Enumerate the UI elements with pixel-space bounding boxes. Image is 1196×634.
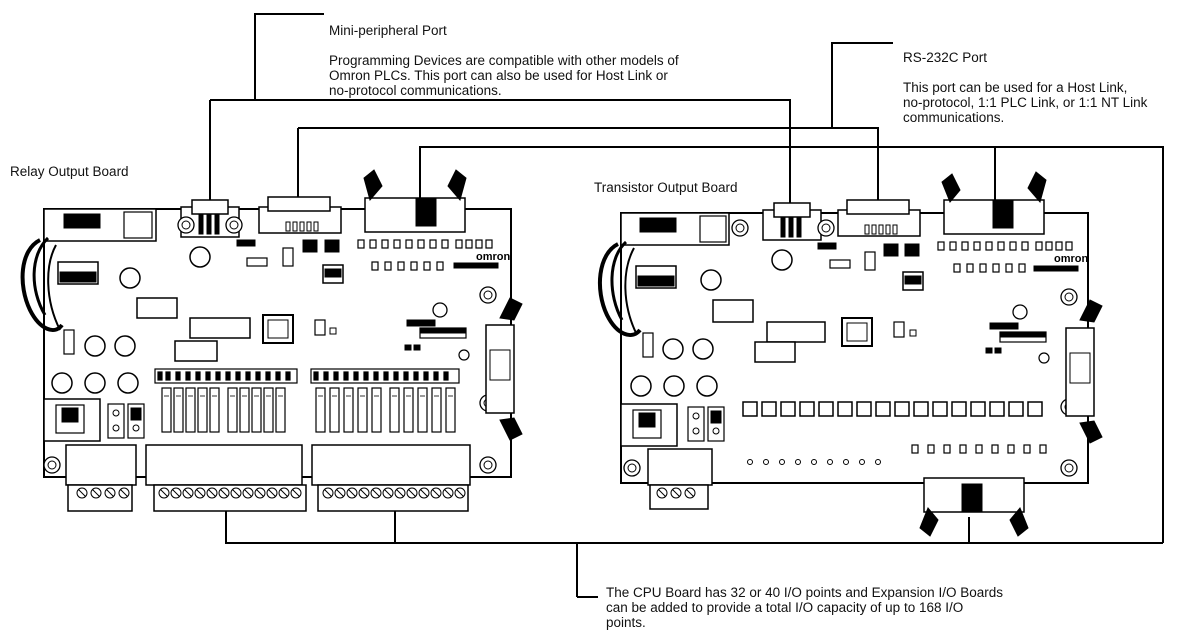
relay-board-logo: omron [476,251,511,263]
relay-output-board: omron [23,170,522,511]
transistor-board-logo: omron [1054,253,1089,265]
transistor-output-board: omron [600,172,1102,536]
